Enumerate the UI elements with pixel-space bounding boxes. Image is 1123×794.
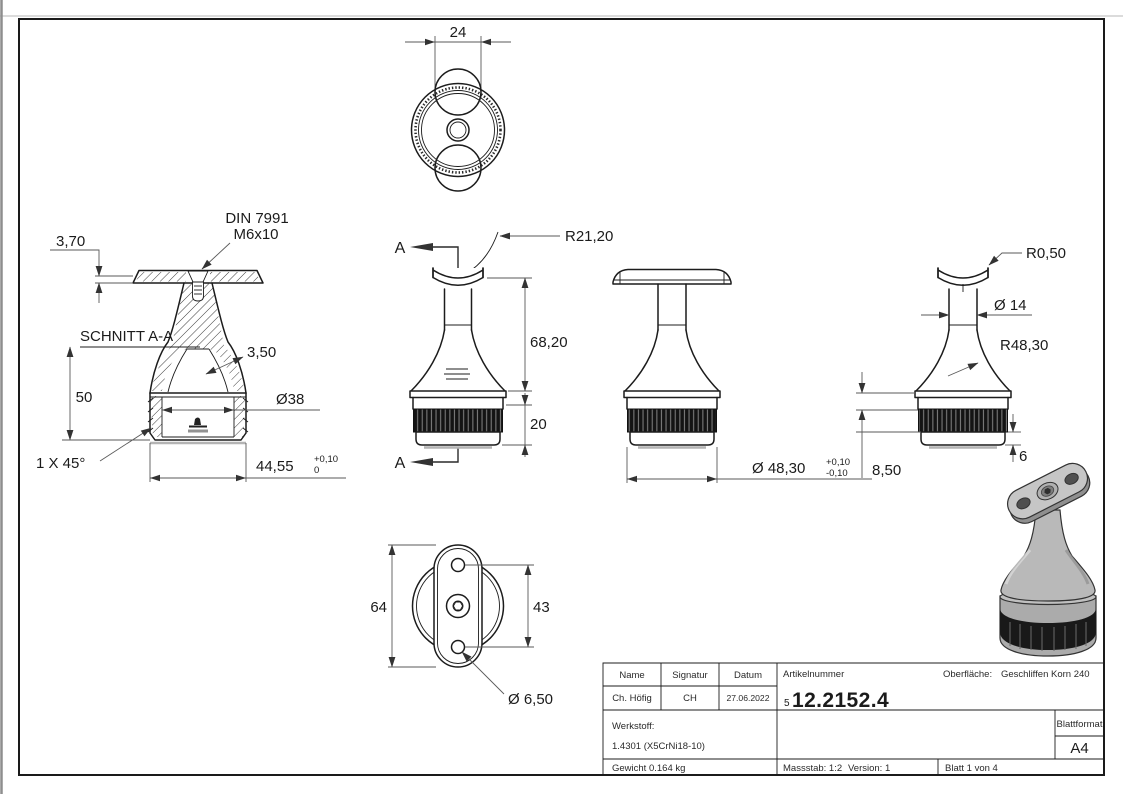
dim-bottom-height: 6 — [1019, 448, 1027, 465]
dim-height: 68,20 — [530, 334, 568, 351]
tb-massstab: Massstab: 1:2 — [783, 763, 842, 774]
cut-letter-bottom: A — [395, 455, 406, 472]
dim-outer-tol-up: +0,10 — [314, 454, 338, 465]
dim-wall-thickness: 3,50 — [247, 344, 276, 361]
screw-standard-label: DIN 7991 — [225, 210, 288, 227]
dim-insert-height: 20 — [530, 416, 547, 433]
tb-header-blattformat: Blattformat — [1057, 719, 1103, 730]
screw-size-label: M6x10 — [233, 226, 278, 243]
tb-header-artikelnummer: Artikelnummer — [783, 669, 844, 680]
dim-plate-length: 64 — [370, 599, 387, 616]
front-view: A A R21,20 68,20 — [395, 228, 614, 472]
tb-header-oberflaeche: Oberfläche: — [943, 669, 992, 680]
dim-hole-diameter: Ø 6,50 — [508, 691, 553, 708]
tb-value-datum: 27.06.2022 — [726, 693, 769, 703]
section-title: SCHNITT A-A — [80, 328, 173, 345]
dim-flare-radius: R48,30 — [1000, 337, 1048, 354]
tb-artikelnummer-prefix: 5 — [784, 698, 790, 709]
tb-value-blattformat: A4 — [1070, 740, 1088, 757]
chamfer-label: 1 X 45° — [36, 455, 85, 472]
dim-hole-spacing: 43 — [533, 599, 550, 616]
dim-ring-diameter: Ø 48,30 — [752, 460, 805, 477]
dim-outer-tol-low: 0 — [314, 465, 319, 476]
dim-saddle-radius: R21,20 — [565, 228, 613, 245]
tb-header-signatur: Signatur — [672, 670, 707, 681]
dim-plate-thickness: 3,70 — [56, 233, 85, 250]
tb-header-name: Name — [619, 670, 644, 681]
dim-ring-tol-low: -0,10 — [826, 468, 848, 479]
side-view: Ø 48,30 +0,10 -0,10 — [612, 268, 872, 483]
dim-outer-width: 44,55 — [256, 458, 294, 475]
dim-edge-radius: R0,50 — [1026, 245, 1066, 262]
dim-ring-tol-up: +0,10 — [826, 457, 850, 468]
cut-letter-top: A — [395, 240, 406, 257]
tb-blatt: Blatt 1 von 4 — [945, 763, 998, 774]
tb-value-artikelnummer: 12.2152.4 — [792, 689, 889, 712]
section-view: DIN 7991 M6x10 3,70 SCHNITT A-A 50 3,50 … — [36, 210, 346, 482]
bottom-view: 64 43 Ø 6,50 — [370, 544, 553, 708]
tb-value-name: Ch. Höfig — [612, 693, 652, 704]
tb-gewicht: Gewicht 0.164 kg — [612, 763, 685, 774]
tb-value-oberflaeche: Geschliffen Korn 240 — [1001, 669, 1090, 680]
manufacturer-mark — [188, 417, 208, 433]
tb-header-datum: Datum — [734, 670, 762, 681]
dim-bore-diameter: Ø38 — [276, 391, 304, 408]
tb-value-signatur: CH — [683, 693, 697, 704]
dim-neck-diameter: Ø 14 — [994, 297, 1027, 314]
dim-base-height: 50 — [76, 389, 93, 406]
back-view: R0,50 Ø 14 R48,30 8,50 6 — [856, 245, 1066, 479]
dim-saddle-width: 24 — [450, 24, 467, 41]
title-block: Name Signatur Datum Ch. Höfig CH 27.06.2… — [602, 662, 1105, 776]
part-3d-render — [999, 462, 1097, 657]
top-view: 24 — [405, 24, 511, 192]
tb-version: Version: 1 — [848, 763, 890, 774]
tb-header-werkstoff: Werkstoff: — [612, 721, 654, 732]
tb-value-werkstoff: 1.4301 (X5CrNi18-10) — [612, 741, 705, 752]
dim-flange-height: 8,50 — [872, 462, 901, 479]
